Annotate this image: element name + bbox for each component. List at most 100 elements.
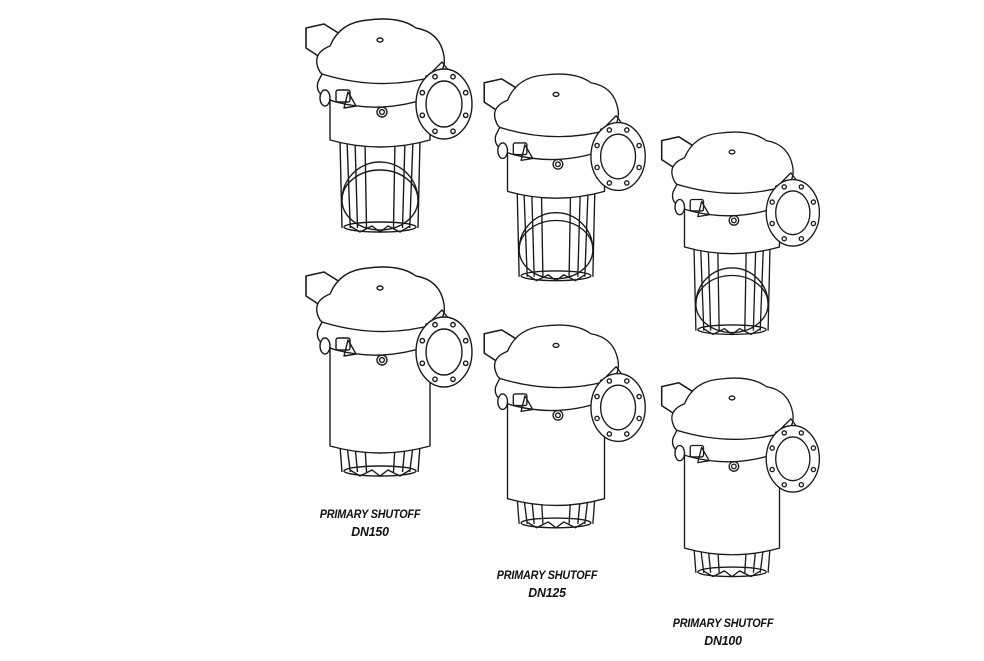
flange-bolt-hole <box>623 127 630 133</box>
clamp-lever <box>343 91 357 109</box>
body-cylinder <box>683 450 781 556</box>
lid-top <box>493 73 620 138</box>
inlet-bore <box>425 80 463 128</box>
flange-bolt-hole <box>781 481 788 488</box>
strainer-dn150-open <box>305 18 473 233</box>
flange-bolt-hole <box>810 199 817 205</box>
lifting-handle <box>660 136 695 177</box>
caption-dn150: PRIMARY SHUTOFF DN150 <box>275 506 465 540</box>
flange-bolt-hole <box>432 128 438 135</box>
inlet-flange <box>415 316 473 388</box>
basket-sphere <box>695 267 769 305</box>
flange-bolt-hole <box>462 337 469 344</box>
clamp-lever <box>520 144 534 162</box>
flange-bolt-hole <box>781 235 788 242</box>
flange-bolt-hole <box>419 89 426 96</box>
basket-rod <box>752 246 757 331</box>
basket-sphere-outline <box>695 274 769 334</box>
strainer-dn150-closed <box>305 266 473 477</box>
strainer-dn100-open <box>660 131 821 336</box>
caption-dn100: PRIMARY SHUTOFF DN100 <box>628 615 818 649</box>
lid-vent <box>376 37 384 43</box>
inlet-flange <box>765 424 821 493</box>
flange-bolt-hole <box>594 393 600 400</box>
basket-ring <box>343 465 417 477</box>
basket-rod <box>417 445 421 473</box>
inlet-bore <box>425 328 463 376</box>
inlet-flange <box>590 372 646 443</box>
caption-dn100-title: PRIMARY SHUTOFF <box>672 616 774 630</box>
basket-rod <box>693 246 697 331</box>
clamp-lever <box>520 395 534 413</box>
lifting-handle <box>483 329 518 371</box>
flange-bolt-hole <box>769 445 775 451</box>
drain-plug <box>376 106 388 118</box>
caption-dn125-size: DN125 <box>528 585 566 600</box>
lid-top <box>316 18 446 85</box>
flange-bolt-hole <box>769 220 775 227</box>
body-cylinder <box>506 399 606 507</box>
flange-bolt-hole <box>606 180 613 186</box>
flange-bolt-hole <box>594 142 600 149</box>
lifting-handle <box>660 382 695 423</box>
basket-rod <box>744 246 747 331</box>
flange-bolt-hole <box>419 360 426 367</box>
flange-bolt-hole <box>810 220 817 227</box>
basket-sphere-outline <box>518 219 594 280</box>
lid-top <box>671 377 794 441</box>
flange-bolt-hole <box>769 199 775 205</box>
flange-bolt-hole <box>450 73 456 80</box>
flange-bolt-hole <box>432 376 438 383</box>
basket-rod <box>592 498 596 524</box>
flange-bolt-hole <box>798 430 805 436</box>
basket-rod <box>767 548 771 573</box>
basket-sphere <box>341 161 419 201</box>
flange-bolt-hole <box>781 430 788 436</box>
caption-dn150-size: DN150 <box>351 524 389 539</box>
flange-bolt-hole <box>462 360 469 367</box>
caption-dn125-title: PRIMARY SHUTOFF <box>496 568 598 582</box>
basket-ring <box>520 270 592 282</box>
basket-rod <box>540 191 544 277</box>
basket-rod <box>392 139 396 229</box>
flange-bolt-hole <box>636 393 642 400</box>
flange-bolt-hole <box>450 376 456 383</box>
basket-rod <box>354 139 359 229</box>
lid-top <box>493 324 620 389</box>
drain-plug <box>728 460 740 472</box>
flange-bolt-hole <box>450 321 456 328</box>
caption-dn100-size: DN100 <box>704 633 742 648</box>
body-cylinder <box>506 148 606 199</box>
inlet-flange <box>765 178 821 247</box>
caption-dn150-title: PRIMARY SHUTOFF <box>319 507 421 521</box>
basket-rod <box>339 445 343 473</box>
inlet-bore <box>599 133 637 180</box>
flange-bolt-hole <box>798 481 805 488</box>
flange-bolt-hole <box>623 431 630 437</box>
inlet-bore <box>599 384 637 431</box>
basket-rod <box>767 246 771 331</box>
flange-bolt-hole <box>450 128 456 135</box>
lid-vent <box>552 91 560 98</box>
basket-rod <box>401 139 406 229</box>
basket-rod <box>364 139 368 229</box>
lifting-handle <box>305 271 341 314</box>
lid-vent <box>728 395 736 401</box>
basket-rod <box>693 548 697 573</box>
flange-bolt-hole <box>636 142 642 149</box>
basket-rod <box>417 139 421 229</box>
clamp-lever <box>697 446 710 464</box>
basket-rod <box>516 191 520 277</box>
clamp-knob <box>497 142 509 160</box>
basket-rod <box>531 191 535 277</box>
basket-rod <box>516 498 520 524</box>
flange-bolt-hole <box>432 321 438 328</box>
flange-bolt-hole <box>462 112 469 119</box>
flange-bolt-hole <box>769 466 775 473</box>
strainer-dn125-open <box>483 73 646 282</box>
clamp-lever <box>697 200 710 218</box>
basket-rod <box>339 139 343 229</box>
strainer-dn100-closed <box>660 377 821 578</box>
drain-plug-center <box>554 412 561 419</box>
lifting-handle <box>305 23 341 66</box>
